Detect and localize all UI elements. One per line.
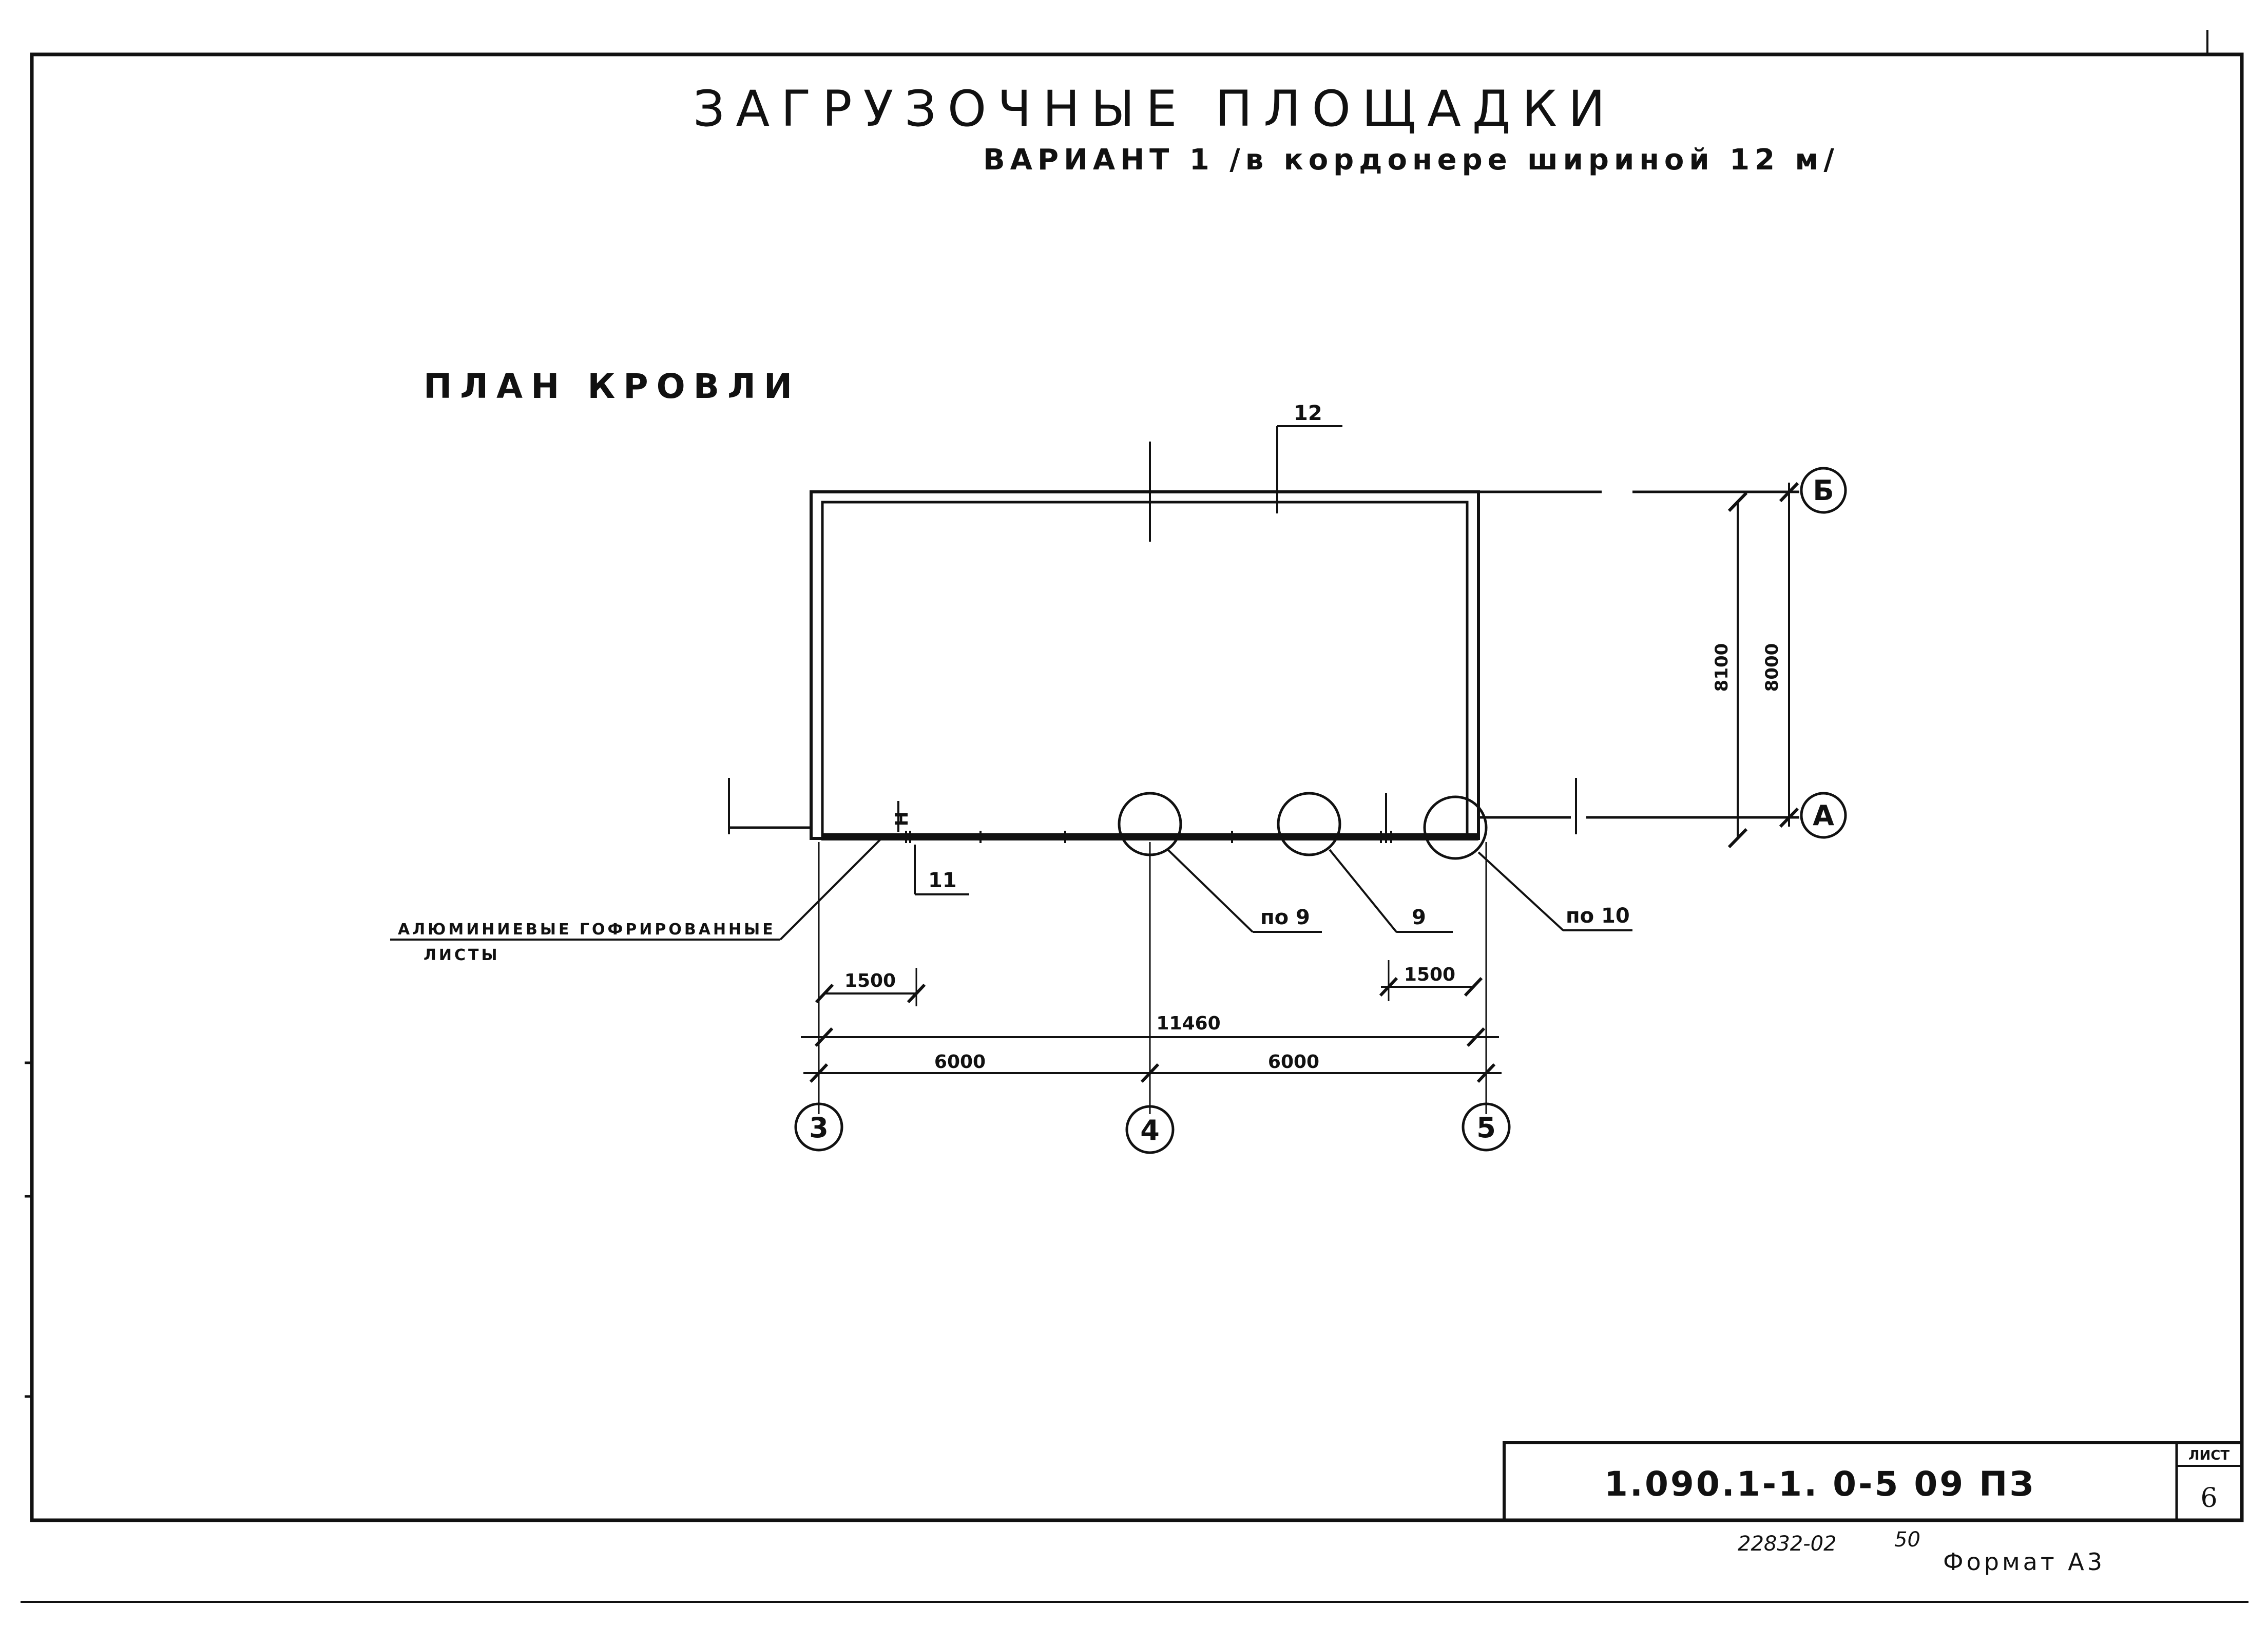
outer-border: [30, 52, 2244, 1522]
dim-tick: [1727, 491, 1748, 512]
dim-tick: [1464, 977, 1483, 997]
leader-line: [779, 838, 881, 941]
leader-line: [1329, 849, 1397, 933]
callout-n-label: Н: [892, 812, 912, 826]
leader-line: [1477, 851, 1564, 931]
callout-po9: [1167, 849, 1322, 933]
title-block: [1503, 1441, 2243, 1522]
sheet-number: 6: [2200, 1483, 2217, 1514]
axis-circle: [1800, 792, 1847, 839]
dim-tick: [815, 983, 834, 1004]
dim-tick: [1779, 482, 1799, 503]
callout-po9-label: по 9: [1260, 906, 1310, 929]
dim-tick: [1727, 828, 1748, 849]
axis-label-a: А: [1813, 799, 1834, 832]
vertical-dimensions: [1727, 482, 1799, 849]
axis-circle: [1462, 1102, 1511, 1152]
note-leader: [390, 838, 881, 941]
node-circle: [1118, 792, 1182, 856]
axis-circle: [794, 1102, 843, 1152]
callout-11-label: 11: [928, 869, 957, 892]
dim-6000-right: 6000: [1268, 1052, 1319, 1073]
dim-8000: 8000: [1762, 643, 1782, 692]
stamp-box: [1503, 1441, 2243, 1522]
axis-bubble-5: 5: [1462, 1102, 1511, 1152]
axis-bubble-3: 3: [794, 1102, 843, 1152]
callout-11: [914, 845, 969, 895]
axis-label-5: 5: [1476, 1112, 1496, 1144]
dim-11460: 11460: [1156, 1013, 1220, 1034]
dim-1500-right: 1500: [1404, 964, 1455, 985]
axis-circle: [1800, 467, 1847, 514]
edge-marks: [897, 793, 1392, 843]
dim-tick: [907, 983, 926, 1004]
axis-label-b: Б: [1813, 474, 1834, 507]
dim-tick: [1476, 1063, 1496, 1083]
roof-outline: [810, 490, 1480, 840]
dim-tick: [1466, 1027, 1486, 1047]
plan-title: ПЛАН КРОВЛИ: [424, 367, 800, 406]
callout-12: [1276, 425, 1342, 513]
dim-tick: [814, 1027, 834, 1047]
callout-9-label: 9: [1412, 906, 1426, 929]
footer-number: 50: [1894, 1528, 1920, 1552]
node-circle: [1277, 792, 1341, 856]
axis-circle: [1125, 1105, 1175, 1154]
axis-label-3: 3: [809, 1112, 829, 1144]
axis-bubble-a: А: [1800, 792, 1847, 839]
dim-1500-left: 1500: [844, 970, 896, 991]
title: ЗАГРУЗОЧНЫЕ ПЛОЩАДКИ: [693, 80, 1617, 138]
dim-tick: [1379, 977, 1398, 997]
node-circles: [1118, 792, 1488, 860]
axis-lines: [728, 442, 1799, 1114]
node-circle: [1423, 795, 1488, 860]
dim-6000-left: 6000: [934, 1052, 986, 1073]
horizontal-dimensions: [801, 960, 1502, 1083]
axis-bubble-b: Б: [1800, 467, 1847, 514]
drawing-code: 1.090.1-1. 0-5 09 ПЗ: [1604, 1464, 2035, 1504]
sheet-label: ЛИСТ: [2188, 1448, 2229, 1463]
dim-tick: [1779, 807, 1799, 828]
sheet-frame: [21, 30, 2248, 1603]
note-line1: АЛЮМИНИЕВЫЕ ГОФРИРОВАННЫЕ: [398, 921, 776, 939]
callout-po10: [1477, 851, 1632, 931]
inventory-number: 22832-02: [1738, 1532, 1837, 1556]
subtitle: ВАРИАНТ 1 /в кордонере шириной 12 м/: [983, 143, 1839, 177]
dim-tick: [1140, 1063, 1160, 1083]
format-label: Формат А3: [1943, 1548, 2105, 1576]
dim-tick: [809, 1063, 829, 1083]
axis-bubble-4: 4: [1125, 1105, 1175, 1154]
callout-12-label: 12: [1294, 402, 1322, 425]
callout-po10-label: по 10: [1566, 904, 1630, 928]
leader-line: [1167, 849, 1254, 933]
dim-8100: 8100: [1712, 643, 1732, 692]
roof-inner-edge: [821, 501, 1469, 837]
note-line2: ЛИСТЫ: [424, 946, 500, 964]
axis-label-4: 4: [1140, 1114, 1160, 1146]
roof-outer-edge: [810, 490, 1480, 840]
callout-9: [1329, 849, 1453, 933]
